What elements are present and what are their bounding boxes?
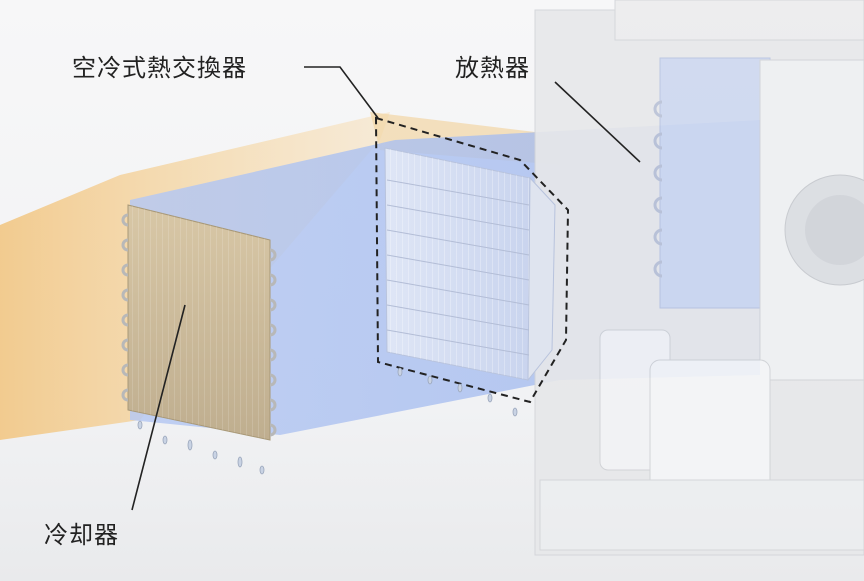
condensation-drops bbox=[137, 367, 518, 475]
leader-lines bbox=[131, 66, 641, 511]
cooler-coil-right bbox=[269, 248, 277, 437]
cooler bbox=[121, 204, 518, 475]
cooler-label: 冷却器 bbox=[44, 521, 119, 549]
leader-radiator bbox=[554, 81, 641, 163]
dehumidifier-body bbox=[534, 0, 864, 556]
heat-exchanger-plates bbox=[386, 179, 530, 356]
leader-heat-exchanger bbox=[304, 66, 379, 119]
leader-cooler bbox=[131, 304, 186, 511]
cooler-coil-left bbox=[121, 213, 129, 402]
heat-exchanger bbox=[374, 116, 570, 404]
heat-exchanger-label: 空冷式熱交換器 bbox=[72, 54, 247, 82]
heat-exchanger-dashed-outline bbox=[374, 116, 570, 404]
radiator-label: 放熱器 bbox=[455, 54, 530, 82]
radiator-coil-bends bbox=[653, 100, 663, 278]
